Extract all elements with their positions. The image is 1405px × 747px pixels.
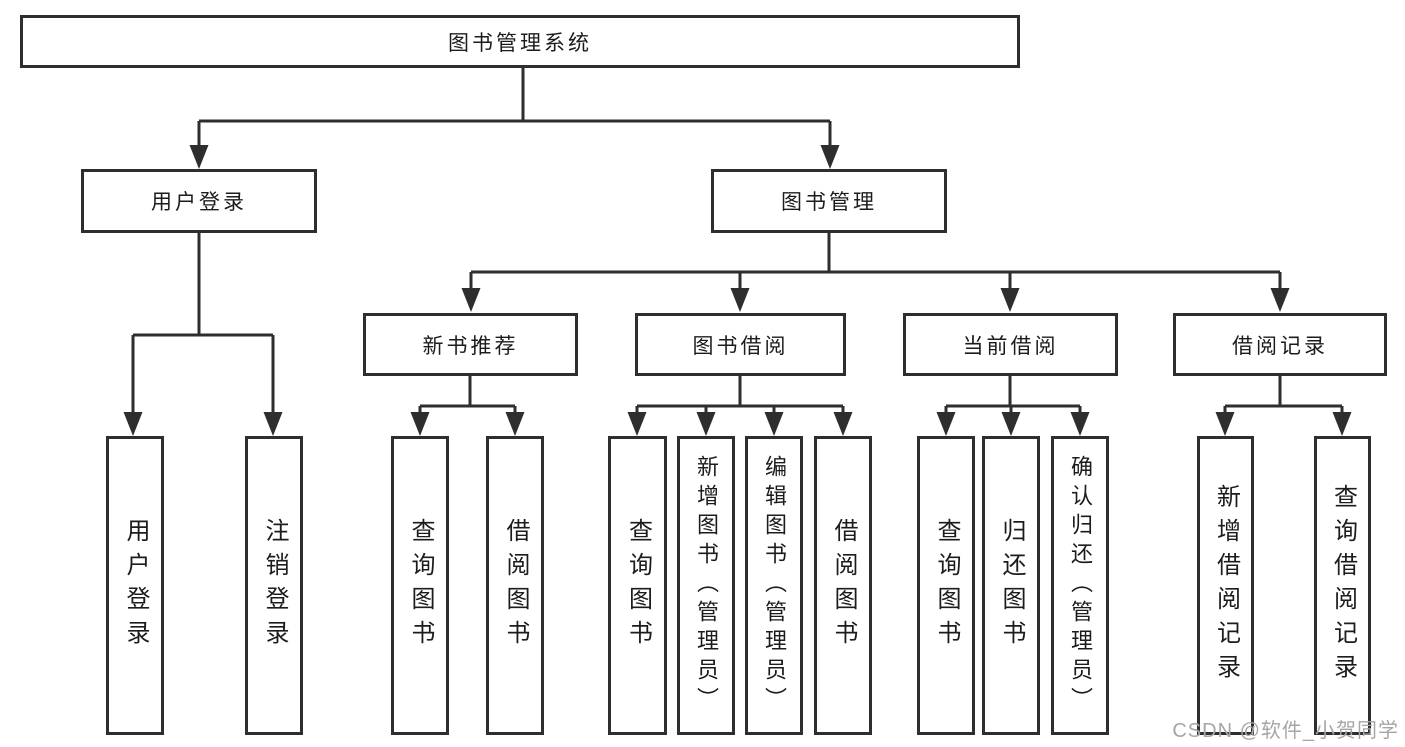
leaf-query-book-borrowing: 查询图书 — [608, 436, 667, 735]
node-current-borrowing: 当前借阅 — [903, 313, 1118, 376]
leaf-query-book-current-label: 查询图书 — [933, 517, 960, 654]
leaf-edit-book-admin: 编辑图书（管理员） — [745, 436, 803, 735]
leaf-logout-label: 注销登录 — [261, 517, 288, 654]
leaf-query-book-recommend-label: 查询图书 — [407, 517, 434, 654]
connector-book-management — [469, 233, 1282, 290]
leaf-add-book-admin: 新增图书（管理员） — [677, 436, 735, 735]
node-new-book-recommend: 新书推荐 — [363, 313, 578, 376]
arrowheads — [123, 145, 1352, 436]
leaf-add-book-admin-label: 新增图书（管理员） — [694, 455, 719, 716]
leaf-borrow-book-borrowing-label: 借阅图书 — [830, 517, 857, 654]
node-borrowing-records: 借阅记录 — [1173, 313, 1387, 376]
leaf-borrow-book-borrowing: 借阅图书 — [814, 436, 872, 735]
node-borrowing-records-label: 借阅记录 — [1232, 334, 1328, 358]
leaf-add-borrow-record-label: 新增借阅记录 — [1212, 483, 1240, 688]
node-user-login: 用户登录 — [81, 169, 317, 233]
node-book-borrowing-label: 图书借阅 — [692, 334, 789, 358]
node-current-borrowing-label: 当前借阅 — [962, 334, 1059, 358]
leaf-borrow-book-recommend: 借阅图书 — [486, 436, 544, 735]
csdn-watermark: CSDN @软件_小贺同学 — [1172, 720, 1399, 742]
node-book-management-label: 图书管理 — [781, 191, 877, 214]
node-book-management: 图书管理 — [711, 169, 947, 233]
leaf-return-book-label: 归还图书 — [998, 517, 1025, 654]
leaf-user-login: 用户登录 — [106, 436, 164, 735]
leaf-confirm-return-admin-label: 确认归还（管理员） — [1068, 455, 1093, 716]
node-root-label: 图书管理系统 — [448, 31, 592, 55]
leaf-logout: 注销登录 — [245, 436, 303, 735]
leaf-query-borrow-record-label: 查询借阅记录 — [1329, 483, 1357, 688]
node-user-login-label: 用户登录 — [151, 191, 247, 214]
leaf-user-login-label: 用户登录 — [122, 517, 149, 654]
leaf-confirm-return-admin: 确认归还（管理员） — [1051, 436, 1109, 735]
leaf-borrow-book-recommend-label: 借阅图书 — [502, 517, 529, 654]
leaf-query-book-borrowing-label: 查询图书 — [624, 517, 652, 654]
leaf-edit-book-admin-label: 编辑图书（管理员） — [762, 455, 787, 716]
connector-root — [197, 68, 832, 148]
leaf-query-borrow-record: 查询借阅记录 — [1314, 436, 1371, 735]
connector-borrowing-records — [1223, 376, 1344, 414]
node-book-borrowing: 图书借阅 — [635, 313, 846, 376]
leaf-return-book: 归还图书 — [982, 436, 1040, 735]
node-root: 图书管理系统 — [20, 15, 1020, 68]
leaf-query-book-current: 查询图书 — [917, 436, 975, 735]
node-new-book-recommend-label: 新书推荐 — [422, 334, 519, 358]
connector-new-book-recommend — [418, 376, 517, 414]
connector-current-borrowing — [944, 376, 1082, 414]
connector-book-borrowing — [635, 376, 845, 414]
leaf-query-book-recommend: 查询图书 — [391, 436, 449, 735]
leaf-add-borrow-record: 新增借阅记录 — [1197, 436, 1254, 735]
connector-user-login — [131, 233, 275, 414]
